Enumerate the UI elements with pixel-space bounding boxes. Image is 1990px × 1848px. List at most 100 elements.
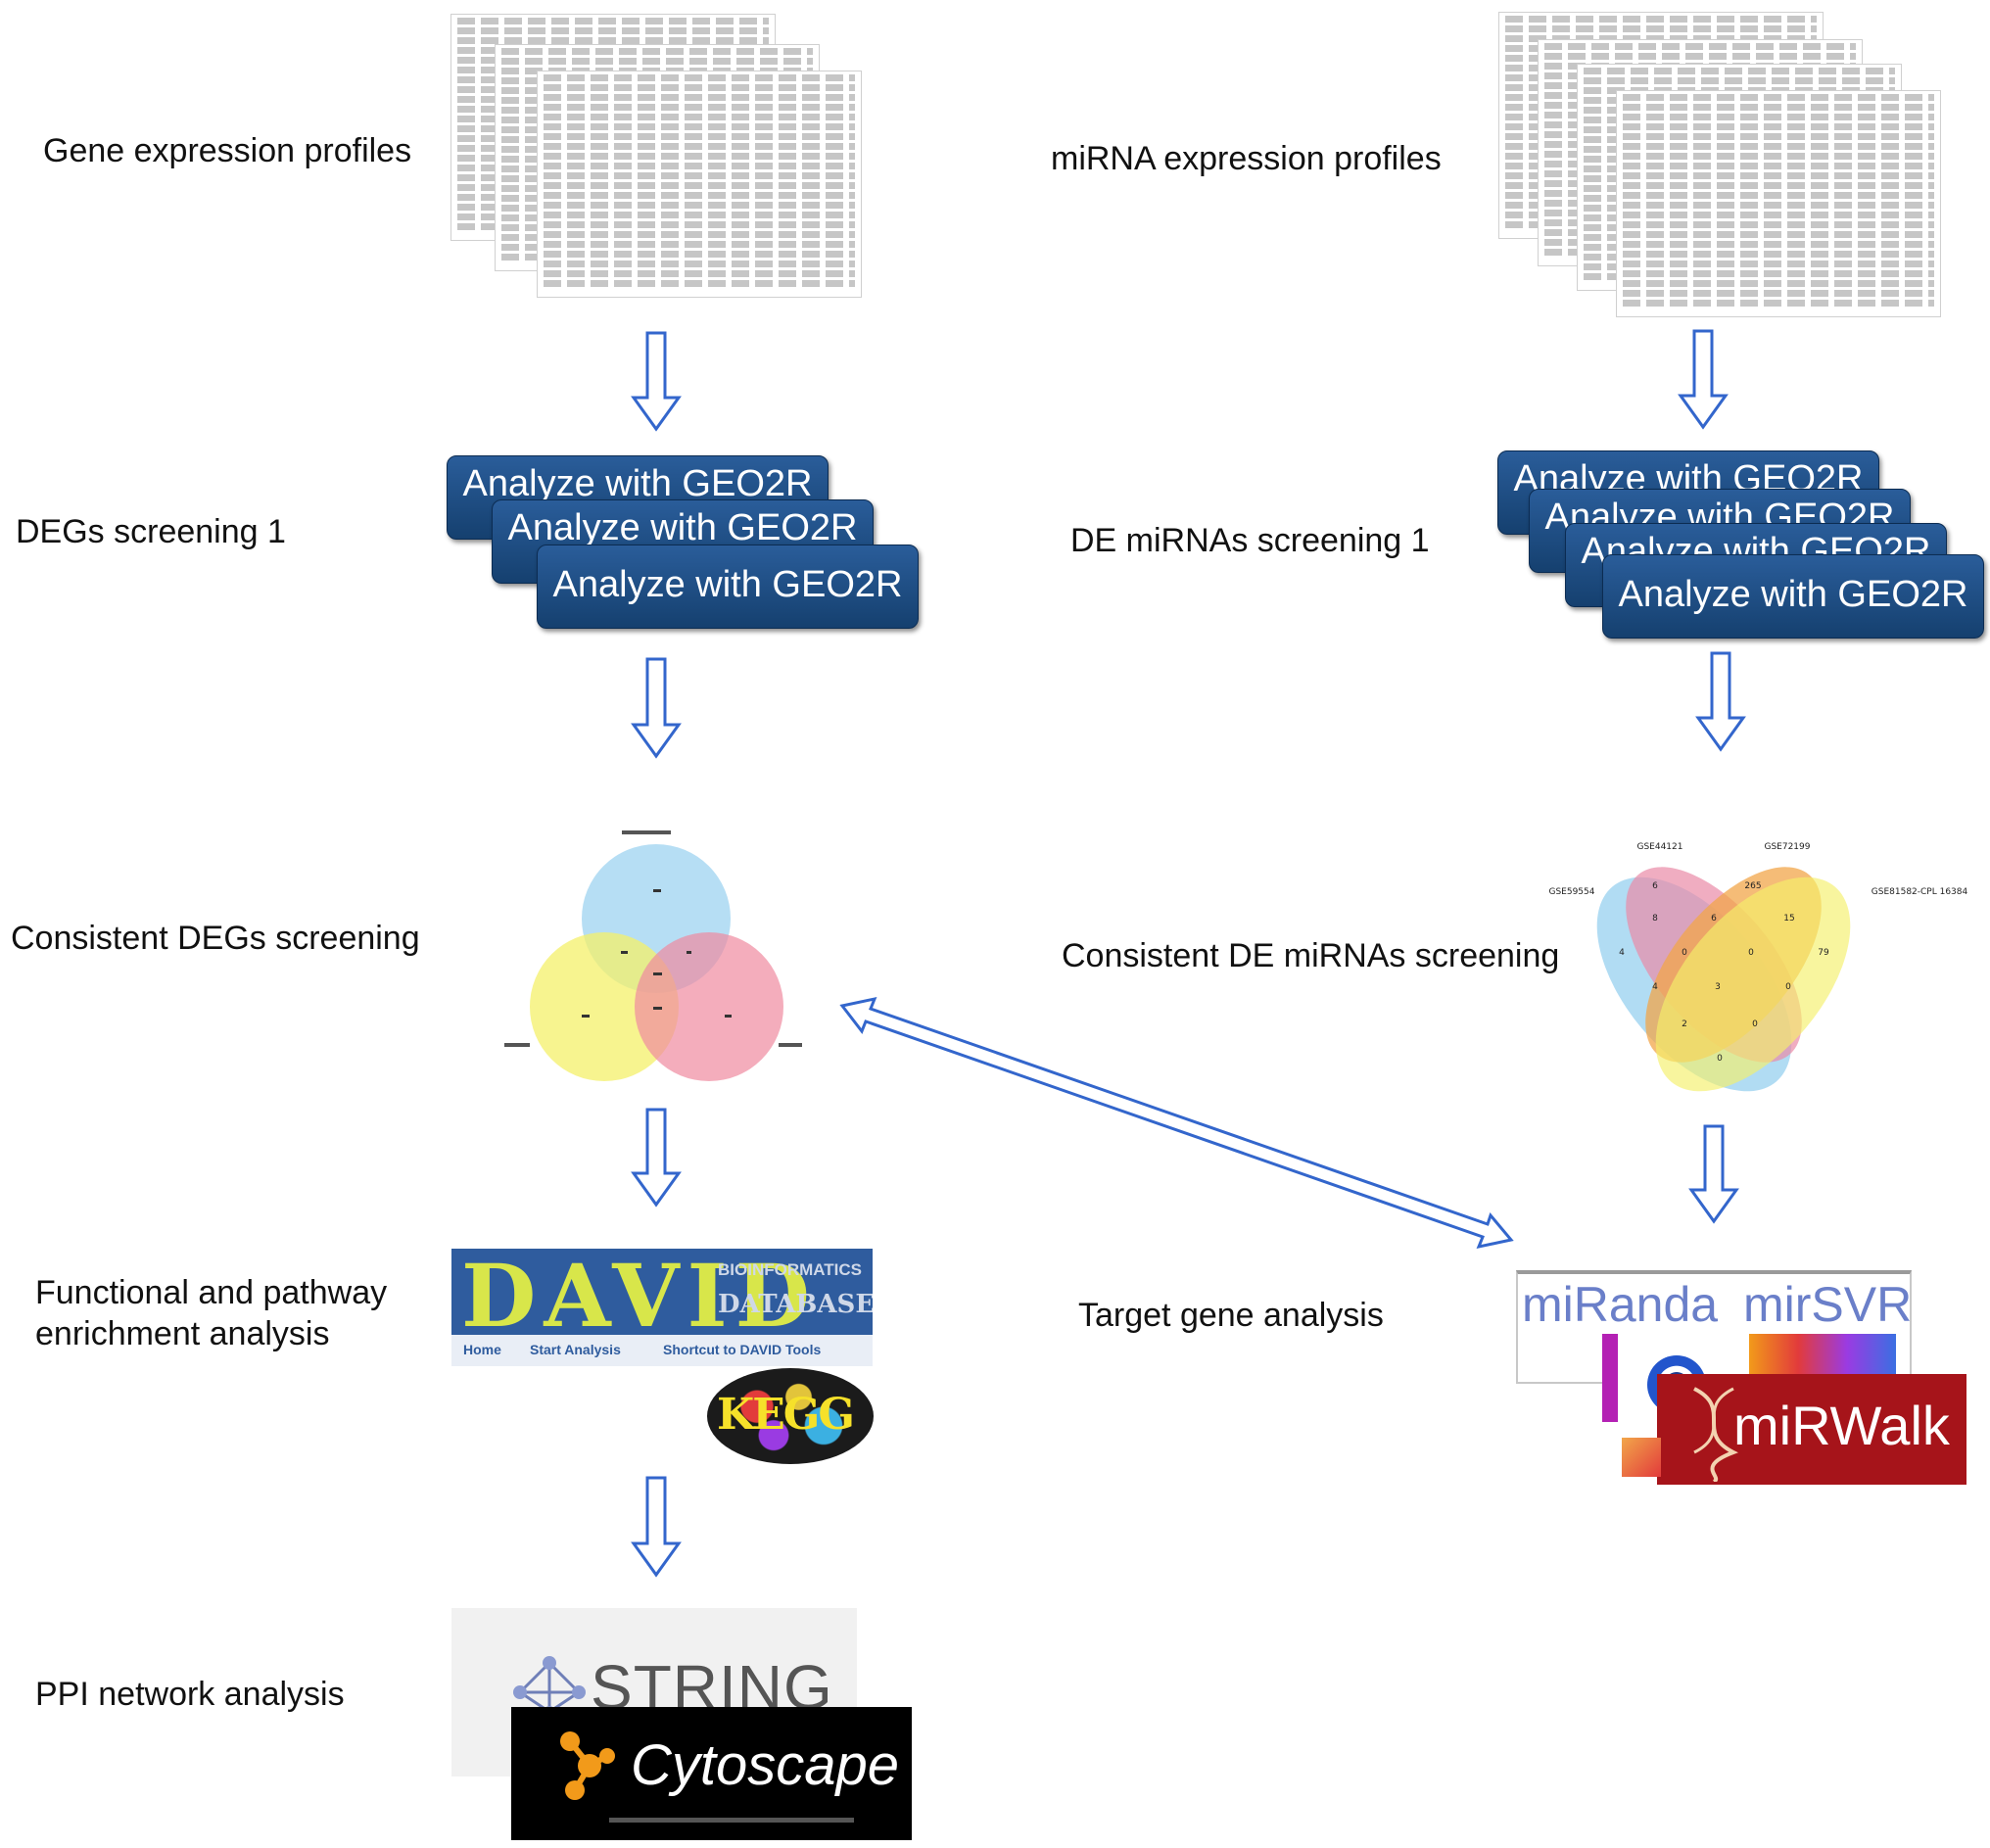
sheet-row	[1623, 94, 1934, 101]
sheet-row	[1623, 270, 1934, 277]
venn-value: 6	[1711, 914, 1717, 924]
venn-set-label: GSE59554	[1548, 887, 1594, 897]
venn-set-label: GSE72199	[1764, 842, 1810, 852]
sheet-row	[544, 212, 855, 218]
sheet-row	[1505, 25, 1817, 32]
kegg-logo: KEGG	[707, 1368, 874, 1464]
sheet-row	[1623, 182, 1934, 189]
logo-bar	[1602, 1334, 1618, 1422]
logo-stack-edge	[1622, 1438, 1661, 1477]
sheet-row	[1623, 231, 1934, 238]
sheet-row	[544, 182, 855, 189]
sheet-row	[544, 123, 855, 130]
sheet-row	[544, 143, 855, 150]
venn-value: 4	[1619, 948, 1625, 958]
sheet-row	[544, 172, 855, 179]
venn-value: 4	[1652, 982, 1658, 992]
sheet-row	[544, 163, 855, 169]
logo-rainbow	[1749, 1334, 1896, 1375]
sheet-row	[1623, 153, 1934, 160]
venn-value: 0	[1682, 948, 1687, 958]
sheet-row	[1623, 212, 1934, 218]
venn-tiny-value	[621, 951, 628, 954]
label-functional-line2: enrichment analysis	[35, 1315, 330, 1352]
down-arrow	[1688, 1124, 1739, 1224]
geo2r-button[interactable]: Analyze with GEO2R	[537, 545, 919, 629]
venn-value: 6	[1652, 881, 1658, 891]
down-arrow	[631, 1476, 682, 1578]
cytoscape-text: Cytoscape	[631, 1733, 900, 1797]
label-gene-expression: Gene expression profiles	[43, 132, 412, 169]
sheet-row	[1623, 290, 1934, 297]
sheet-row	[544, 251, 855, 258]
sheet-row	[1623, 300, 1934, 307]
venn-set-yellow	[530, 932, 679, 1081]
venn-value: 0	[1717, 1054, 1723, 1064]
venn-value: 0	[1752, 1019, 1758, 1029]
cytoscape-tagline	[609, 1818, 854, 1823]
sheet-row	[1623, 123, 1934, 130]
venn-tiny-value	[582, 1015, 590, 1018]
sheet-row	[544, 133, 855, 140]
mirwalk-logo: miRWalk	[1657, 1374, 1966, 1485]
sheet-row	[1505, 35, 1817, 42]
venn-tiny-label	[504, 1043, 530, 1047]
david-nav-home[interactable]: Home	[463, 1342, 501, 1357]
venn-value: 79	[1818, 948, 1829, 958]
venn-tiny-value	[653, 972, 662, 975]
string-network-icon	[513, 1656, 586, 1718]
sheet-row	[1623, 104, 1934, 111]
down-arrow	[1678, 329, 1729, 430]
sheet-row	[501, 48, 813, 55]
david-nav-start[interactable]: Start Analysis	[530, 1342, 621, 1357]
sheet-row	[544, 202, 855, 209]
mirwalk-text: miRWalk	[1733, 1395, 1950, 1456]
sheet-row	[1544, 53, 1856, 60]
venn-tiny-value	[653, 889, 661, 892]
miranda-text: miRanda	[1522, 1277, 1719, 1332]
sheet-row	[544, 94, 855, 101]
cytoscape-icon	[560, 1731, 615, 1800]
venn-value: 8	[1652, 914, 1658, 924]
sheet-row	[1584, 68, 1895, 74]
sheet-row	[1623, 133, 1934, 140]
venn-tiny-label	[779, 1043, 802, 1047]
sheet-row	[1623, 241, 1934, 248]
label-de-mirnas: DE miRNAs screening 1	[1070, 522, 1430, 559]
degs-venn-diagram	[504, 830, 802, 1081]
down-arrow	[631, 657, 682, 759]
label-consistent-degs: Consistent DEGs screening	[11, 920, 420, 957]
venn-value: 3	[1715, 982, 1721, 992]
down-arrow	[631, 1108, 682, 1208]
geo2r-button[interactable]: Analyze with GEO2R	[1602, 554, 1984, 639]
sheet-row	[544, 153, 855, 160]
mirsvr-text: mirSVR	[1743, 1277, 1912, 1332]
sheet-row	[544, 114, 855, 120]
down-arrow	[631, 331, 682, 432]
sheet-row	[1544, 43, 1856, 50]
venn-tiny-value	[653, 1007, 662, 1010]
venn-tiny-label	[622, 830, 671, 834]
sheet-row	[1623, 251, 1934, 258]
label-ppi: PPI network analysis	[35, 1676, 345, 1713]
sheet-row	[544, 241, 855, 248]
david-logo: DAVID BIOINFORMATICS DATABASE Home Start…	[451, 1249, 873, 1366]
sheet-row	[544, 84, 855, 91]
david-subtitle: DATABASE	[718, 1290, 873, 1319]
sheet-row	[544, 221, 855, 228]
sheet-row	[544, 104, 855, 111]
venn-set-label: GSE81582-CPL 16384	[1872, 887, 1968, 897]
label-degs-screening: DEGs screening 1	[16, 513, 286, 550]
bidirectional-arrow	[839, 996, 1514, 1250]
sheet-row	[1623, 192, 1934, 199]
sheet-row	[457, 27, 769, 34]
sheet-row	[1623, 202, 1934, 209]
david-nav-shortcut[interactable]: Shortcut to DAVID Tools	[663, 1342, 822, 1357]
sheet-row	[1623, 261, 1934, 267]
label-functional-line1: Functional and pathway	[35, 1274, 388, 1311]
label-target-gene: Target gene analysis	[1078, 1297, 1384, 1334]
david-nav-bar	[451, 1335, 873, 1366]
data-sheet	[537, 71, 862, 298]
kegg-text: KEGG	[717, 1390, 855, 1440]
